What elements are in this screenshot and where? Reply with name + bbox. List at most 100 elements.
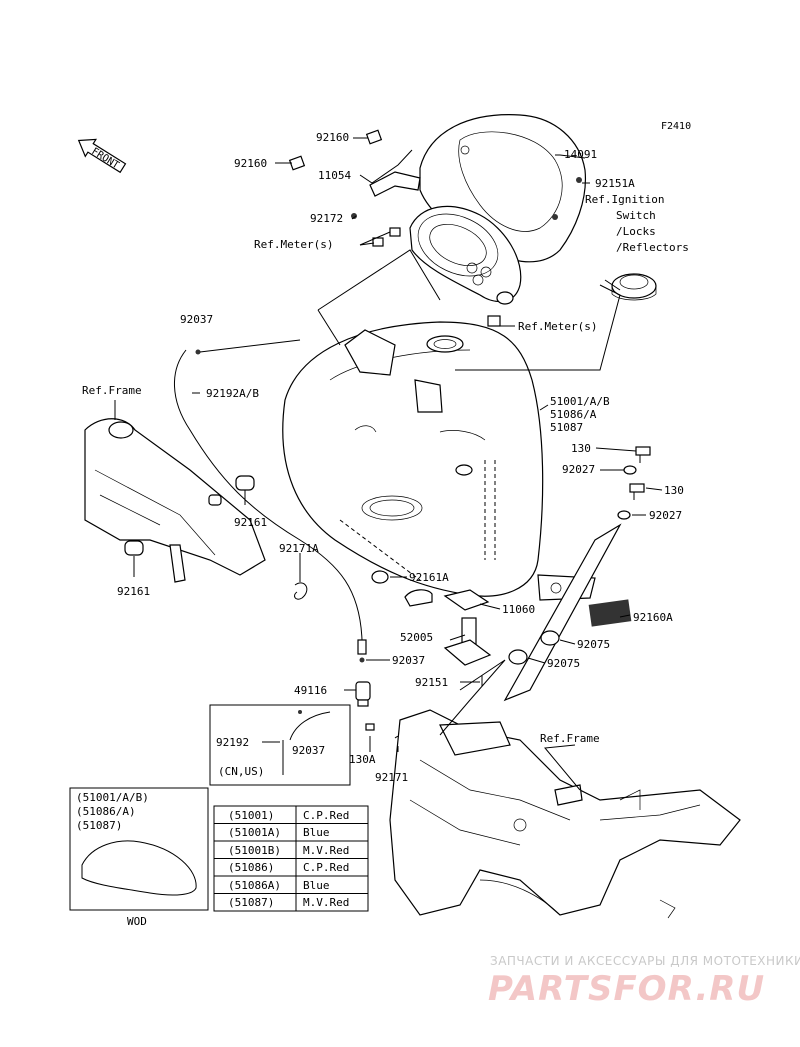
label-92192: 92192 bbox=[216, 736, 249, 749]
label-wod-header-1: (51001/A/B) bbox=[76, 791, 149, 804]
watermark-brand: PARTSFOR.RU bbox=[488, 969, 765, 1009]
rubber-small bbox=[208, 494, 222, 506]
label-92037-top: 92037 bbox=[180, 313, 213, 326]
bracket-11054 bbox=[369, 171, 421, 197]
clip-92171A bbox=[294, 582, 308, 600]
label-ref-ignition-4: /Reflectors bbox=[616, 241, 689, 254]
label-92171A: 92171A bbox=[279, 542, 319, 555]
washer-92027-a bbox=[623, 465, 637, 475]
label-92161-a: 92161 bbox=[234, 516, 267, 529]
grommet-meter-lower bbox=[487, 315, 501, 327]
color-table-part: (51086) bbox=[228, 861, 274, 874]
bolt-130-a bbox=[635, 446, 651, 463]
label-130-a: 130 bbox=[571, 442, 591, 455]
washer-92027-b bbox=[617, 510, 631, 520]
label-wod-header-3: (51087) bbox=[76, 819, 122, 832]
label-ref-frame-1: Ref.Frame bbox=[82, 384, 142, 397]
label-ref-ignition-3: /Locks bbox=[616, 225, 656, 238]
label-11060: 11060 bbox=[502, 603, 535, 616]
label-92075-a: 92075 bbox=[577, 638, 610, 651]
fuel-cock-11060 bbox=[404, 589, 490, 611]
damper-92075-a bbox=[540, 630, 560, 646]
frame-left bbox=[84, 418, 266, 583]
pad-92160A bbox=[588, 599, 632, 627]
grommet-92160-left bbox=[288, 155, 306, 171]
filter-49116 bbox=[355, 681, 371, 707]
grommets-meter bbox=[372, 227, 401, 247]
label-92171: 92171 bbox=[375, 771, 408, 784]
damper-92075-b bbox=[508, 649, 528, 665]
color-table-color: M.V.Red bbox=[303, 896, 349, 909]
label-14091: 14091 bbox=[564, 148, 597, 161]
bolt-130A bbox=[365, 723, 375, 731]
label-92160-top: 92160 bbox=[316, 131, 349, 144]
color-table-color: Blue bbox=[303, 826, 330, 839]
label-92151: 92151 bbox=[415, 676, 448, 689]
tank-mount-strap bbox=[503, 523, 622, 702]
label-cn-us: (CN,US) bbox=[218, 765, 264, 778]
clamp-92037-mid bbox=[359, 657, 365, 663]
label-ref-ignition-1: Ref.Ignition bbox=[585, 193, 664, 206]
color-table-part: (51001B) bbox=[228, 844, 281, 857]
fuel-pump-52005 bbox=[443, 617, 492, 666]
rubber-92161A bbox=[371, 570, 389, 584]
label-92037-mid: 92037 bbox=[392, 654, 425, 667]
label-wod: WOD bbox=[127, 915, 147, 928]
label-49116: 49116 bbox=[294, 684, 327, 697]
label-ref-meter-2: Ref.Meter(s) bbox=[518, 320, 597, 333]
ignition-switch-cap bbox=[611, 273, 657, 301]
label-52005: 52005 bbox=[400, 631, 433, 644]
watermark-caption: ЗАПЧАСТИ И АКСЕССУАРЫ ДЛЯ МОТОТЕХНИКИ bbox=[490, 954, 800, 968]
fuel-tank bbox=[282, 321, 596, 601]
color-table: (51001) C.P.Red (51001A) Blue (51001B) M… bbox=[213, 805, 369, 912]
bolt-130-b bbox=[629, 483, 645, 500]
label-92161-b: 92161 bbox=[117, 585, 150, 598]
bolt-92172 bbox=[351, 213, 357, 219]
label-130-b: 130 bbox=[664, 484, 684, 497]
front-label: FRONT bbox=[89, 146, 120, 171]
label-ref-meter-1: Ref.Meter(s) bbox=[254, 238, 333, 251]
hose-92192AB bbox=[174, 349, 363, 641]
label-92172: 92172 bbox=[310, 212, 343, 225]
label-92027-b: 92027 bbox=[649, 509, 682, 522]
front-arrow-icon: FRONT bbox=[77, 138, 127, 174]
leader-lines bbox=[114, 137, 663, 791]
label-ref-ignition-2: Switch bbox=[616, 209, 656, 222]
meter-assembly bbox=[409, 205, 522, 305]
label-tank-1: 51001/A/B bbox=[550, 395, 610, 408]
bolt-92151A bbox=[576, 177, 582, 183]
label-92161A: 92161A bbox=[409, 571, 449, 584]
color-table-part: (51001) bbox=[228, 809, 274, 822]
color-table-color: C.P.Red bbox=[303, 861, 349, 874]
label-92027-a: 92027 bbox=[562, 463, 595, 476]
label-130A: 130A bbox=[349, 753, 376, 766]
label-wod-header-2: (51086/A) bbox=[76, 805, 136, 818]
cn-us-option-box bbox=[209, 704, 351, 786]
label-92037-box: 92037 bbox=[292, 744, 325, 757]
wod-box bbox=[69, 787, 209, 911]
clamp-92037-top bbox=[195, 349, 201, 355]
leader-92037-top bbox=[199, 339, 301, 353]
label-92151A: 92151A bbox=[595, 177, 635, 190]
label-tank-2: 51086/A bbox=[550, 408, 597, 421]
color-table-color: M.V.Red bbox=[303, 844, 349, 857]
label-92160A: 92160A bbox=[633, 611, 673, 624]
diagram-id: F2410 bbox=[661, 121, 691, 132]
rubber-92161-a bbox=[235, 475, 255, 491]
rubber-92161-b bbox=[124, 540, 144, 556]
color-table-color: C.P.Red bbox=[303, 809, 349, 822]
color-table-part: (51086A) bbox=[228, 879, 281, 892]
color-table-part: (51001A) bbox=[228, 826, 281, 839]
label-11054: 11054 bbox=[318, 169, 351, 182]
color-table-part: (51087) bbox=[228, 896, 274, 909]
label-92192AB: 92192A/B bbox=[206, 387, 259, 400]
label-92160-left: 92160 bbox=[234, 157, 267, 170]
label-92075-b: 92075 bbox=[547, 657, 580, 670]
label-ref-frame-2: Ref.Frame bbox=[540, 732, 600, 745]
color-table-color: Blue bbox=[303, 879, 330, 892]
hose-lower-segment bbox=[357, 639, 367, 655]
label-tank-3: 51087 bbox=[550, 421, 583, 434]
grommet-92160-top bbox=[365, 129, 383, 145]
